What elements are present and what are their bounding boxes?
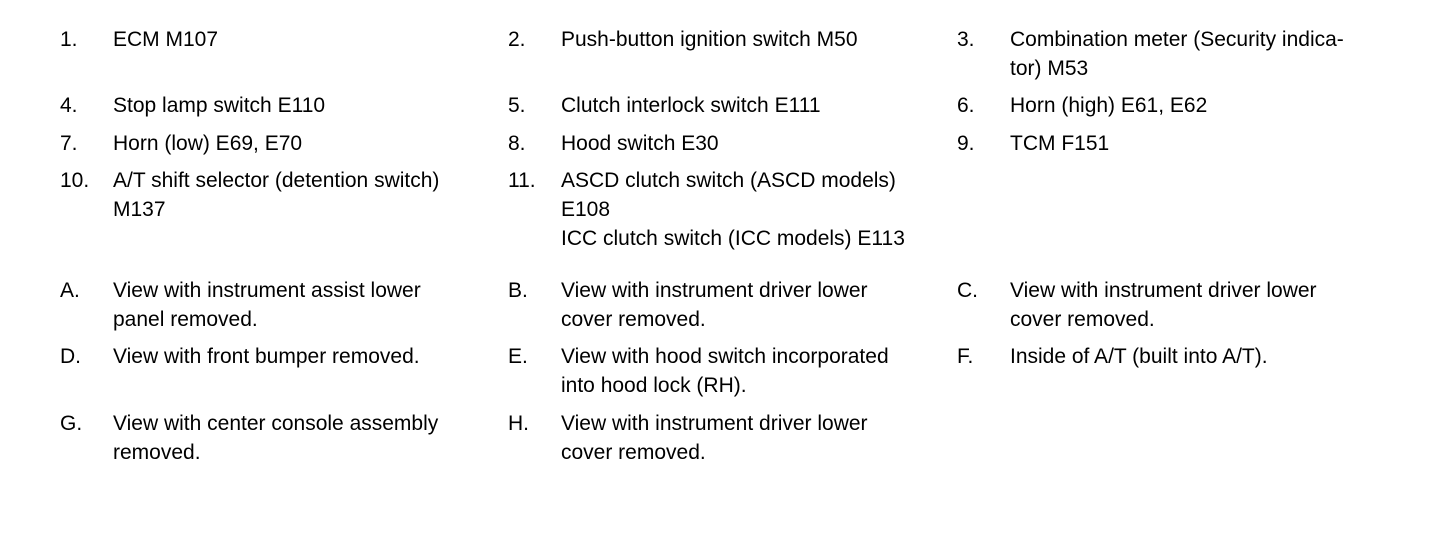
legend-item-8: 8. Hood switch E30 xyxy=(508,129,948,219)
item-number: 4. xyxy=(60,94,78,117)
item-line: ICC clutch switch (ICC models) E113 xyxy=(561,227,905,250)
item-description: TCM F151 xyxy=(1010,129,1395,158)
legend-item-4: 4. Stop lamp switch E110 xyxy=(60,91,500,181)
view-line: removed. xyxy=(113,441,201,464)
view-line: View with instrument driver lower xyxy=(561,412,868,435)
item-description: Push-button ignition switch M50 xyxy=(561,25,946,54)
item-line: E108 xyxy=(561,198,611,221)
item-description: Clutch interlock switch E111 xyxy=(561,91,946,120)
legend-item-2: 2. Push-button ignition switch M50 xyxy=(508,25,948,115)
item-number: 2. xyxy=(508,28,526,51)
legend-item-7: 7. Horn (low) E69, E70 xyxy=(60,129,500,219)
item-number: 8. xyxy=(508,132,526,155)
item-description: Horn (high) E61, E62 xyxy=(1010,91,1395,120)
item-line: Combination meter (Security indica- xyxy=(1010,28,1344,51)
view-line: cover removed. xyxy=(561,308,706,331)
item-line: Clutch interlock switch E111 xyxy=(561,94,821,117)
legend-item-3: 3. Combination meter (Security indica- t… xyxy=(957,25,1397,115)
item-number: 7. xyxy=(60,132,78,155)
item-description: A/T shift selector (detention switch) M1… xyxy=(113,166,498,224)
view-line: cover removed. xyxy=(1010,308,1155,331)
item-number: 1. xyxy=(60,28,78,51)
item-line: Horn (low) E69, E70 xyxy=(113,132,303,155)
view-item-e: E. View with hood switch incorporated in… xyxy=(508,342,948,432)
legend-item-5: 5. Clutch interlock switch E111 xyxy=(508,91,948,181)
view-item-d: D. View with front bumper removed. xyxy=(60,342,500,432)
item-line: Horn (high) E61, E62 xyxy=(1010,94,1208,117)
view-letter: G. xyxy=(60,412,83,435)
item-description: Horn (low) E69, E70 xyxy=(113,129,498,158)
view-description: View with hood switch incorporated into … xyxy=(561,342,946,400)
view-description: View with instrument driver lower cover … xyxy=(1010,276,1395,334)
item-description: ECM M107 xyxy=(113,25,498,54)
item-number: 10. xyxy=(60,169,90,192)
item-number: 6. xyxy=(957,94,975,117)
view-item-h: H. View with instrument driver lower cov… xyxy=(508,409,948,499)
view-description: View with instrument driver lower cover … xyxy=(561,409,946,467)
view-line: View with instrument driver lower xyxy=(1010,279,1317,302)
item-line: ASCD clutch switch (ASCD models) xyxy=(561,169,896,192)
view-item-c: C. View with instrument driver lower cov… xyxy=(957,276,1397,366)
view-item-f: F. Inside of A/T (built into A/T). xyxy=(957,342,1397,432)
item-line: TCM F151 xyxy=(1010,132,1110,155)
item-line: Hood switch E30 xyxy=(561,132,719,155)
item-number: 9. xyxy=(957,132,975,155)
view-letter: A. xyxy=(60,279,80,302)
view-letter: H. xyxy=(508,412,529,435)
view-line: panel removed. xyxy=(113,308,258,331)
view-description: View with instrument assist lower panel … xyxy=(113,276,498,334)
view-letter: D. xyxy=(60,345,81,368)
view-line: Inside of A/T (built into A/T). xyxy=(1010,345,1268,368)
view-letter: C. xyxy=(957,279,978,302)
view-description: View with front bumper removed. xyxy=(113,342,498,371)
view-letter: F. xyxy=(957,345,974,368)
view-description: View with instrument driver lower cover … xyxy=(561,276,946,334)
item-description: Combination meter (Security indica- tor)… xyxy=(1010,25,1395,83)
view-line: View with instrument driver lower xyxy=(561,279,868,302)
view-item-a: A. View with instrument assist lower pan… xyxy=(60,276,500,366)
item-line: Push-button ignition switch M50 xyxy=(561,28,858,51)
item-line: M137 xyxy=(113,198,166,221)
item-number: 3. xyxy=(957,28,975,51)
item-line: Stop lamp switch E110 xyxy=(113,94,326,117)
item-line: ECM M107 xyxy=(113,28,219,51)
item-line: A/T shift selector (detention switch) xyxy=(113,169,440,192)
item-number: 11. xyxy=(508,169,536,192)
item-description: Stop lamp switch E110 xyxy=(113,91,498,120)
view-letter: E. xyxy=(508,345,528,368)
item-description: Hood switch E30 xyxy=(561,129,946,158)
legend-item-6: 6. Horn (high) E61, E62 xyxy=(957,91,1397,181)
view-line: View with instrument assist lower xyxy=(113,279,421,302)
view-line: View with front bumper removed. xyxy=(113,345,420,368)
view-description: View with center console assembly remove… xyxy=(113,409,498,467)
item-line: tor) M53 xyxy=(1010,57,1089,80)
view-item-b: B. View with instrument driver lower cov… xyxy=(508,276,948,366)
view-description: Inside of A/T (built into A/T). xyxy=(1010,342,1395,371)
view-line: cover removed. xyxy=(561,441,706,464)
view-line: View with center console assembly xyxy=(113,412,439,435)
view-line: into hood lock (RH). xyxy=(561,374,747,397)
view-line: View with hood switch incorporated xyxy=(561,345,889,368)
legend-item-10: 10. A/T shift selector (detention switch… xyxy=(60,166,500,256)
item-number: 5. xyxy=(508,94,526,117)
view-letter: B. xyxy=(508,279,528,302)
item-description: ASCD clutch switch (ASCD models) E108 IC… xyxy=(561,166,946,253)
legend-item-1: 1. ECM M107 xyxy=(60,25,500,115)
legend-item-11: 11. ASCD clutch switch (ASCD models) E10… xyxy=(508,166,948,256)
view-item-g: G. View with center console assembly rem… xyxy=(60,409,500,499)
legend-item-9: 9. TCM F151 xyxy=(957,129,1397,219)
